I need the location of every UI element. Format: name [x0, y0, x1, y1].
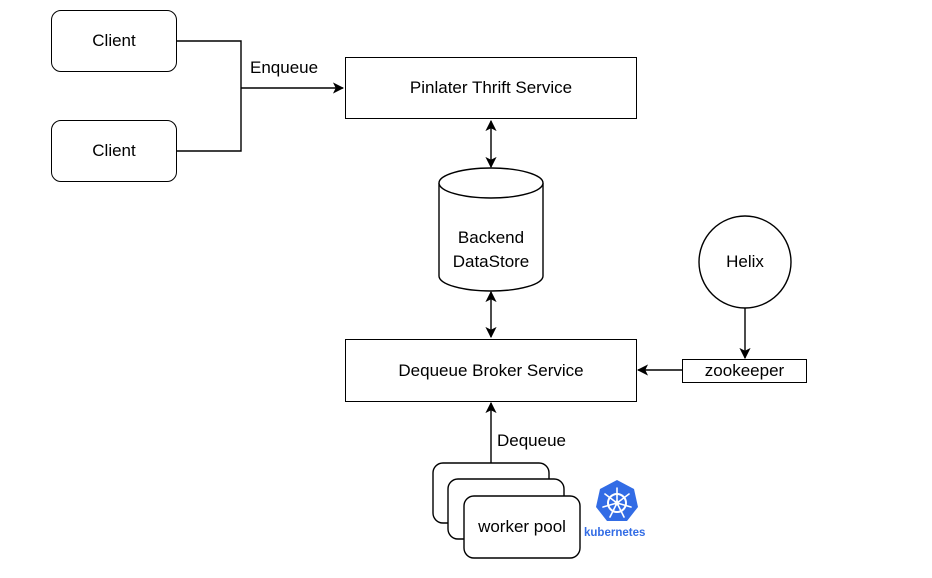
worker-pool-front-box — [463, 495, 581, 559]
kubernetes-helm-icon — [596, 480, 638, 521]
kubernetes-logo-text: kubernetes — [584, 527, 646, 539]
client-bottom-label: Client — [92, 141, 136, 160]
zookeeper-box: zookeeper — [682, 359, 807, 383]
datastore-label-line1: Backend — [457, 228, 525, 247]
zookeeper-label: zookeeper — [704, 361, 785, 380]
client-top-box: Client — [51, 10, 177, 72]
broker-service-label: Dequeue Broker Service — [398, 360, 584, 380]
helix-label: Helix — [726, 252, 764, 271]
client-top-connector — [177, 40, 242, 88]
thrift-service-box: Pinlater Thrift Service — [345, 57, 637, 119]
datastore-label: Backend DataStore — [439, 226, 543, 274]
client-top-label: Client — [92, 31, 136, 50]
worker-pool-label: worker pool — [478, 517, 566, 536]
thrift-service-label: Pinlater Thrift Service — [409, 78, 573, 97]
datastore-cylinder — [438, 167, 544, 292]
broker-service-box: Dequeue Broker Service — [345, 339, 637, 402]
client-bottom-connector — [177, 88, 242, 152]
enqueue-label: Enqueue — [250, 58, 319, 77]
datastore-label-line2: DataStore — [452, 252, 530, 271]
client-bottom-box: Client — [51, 120, 177, 182]
dequeue-label: Dequeue — [497, 431, 567, 450]
helix-circle — [698, 215, 792, 309]
